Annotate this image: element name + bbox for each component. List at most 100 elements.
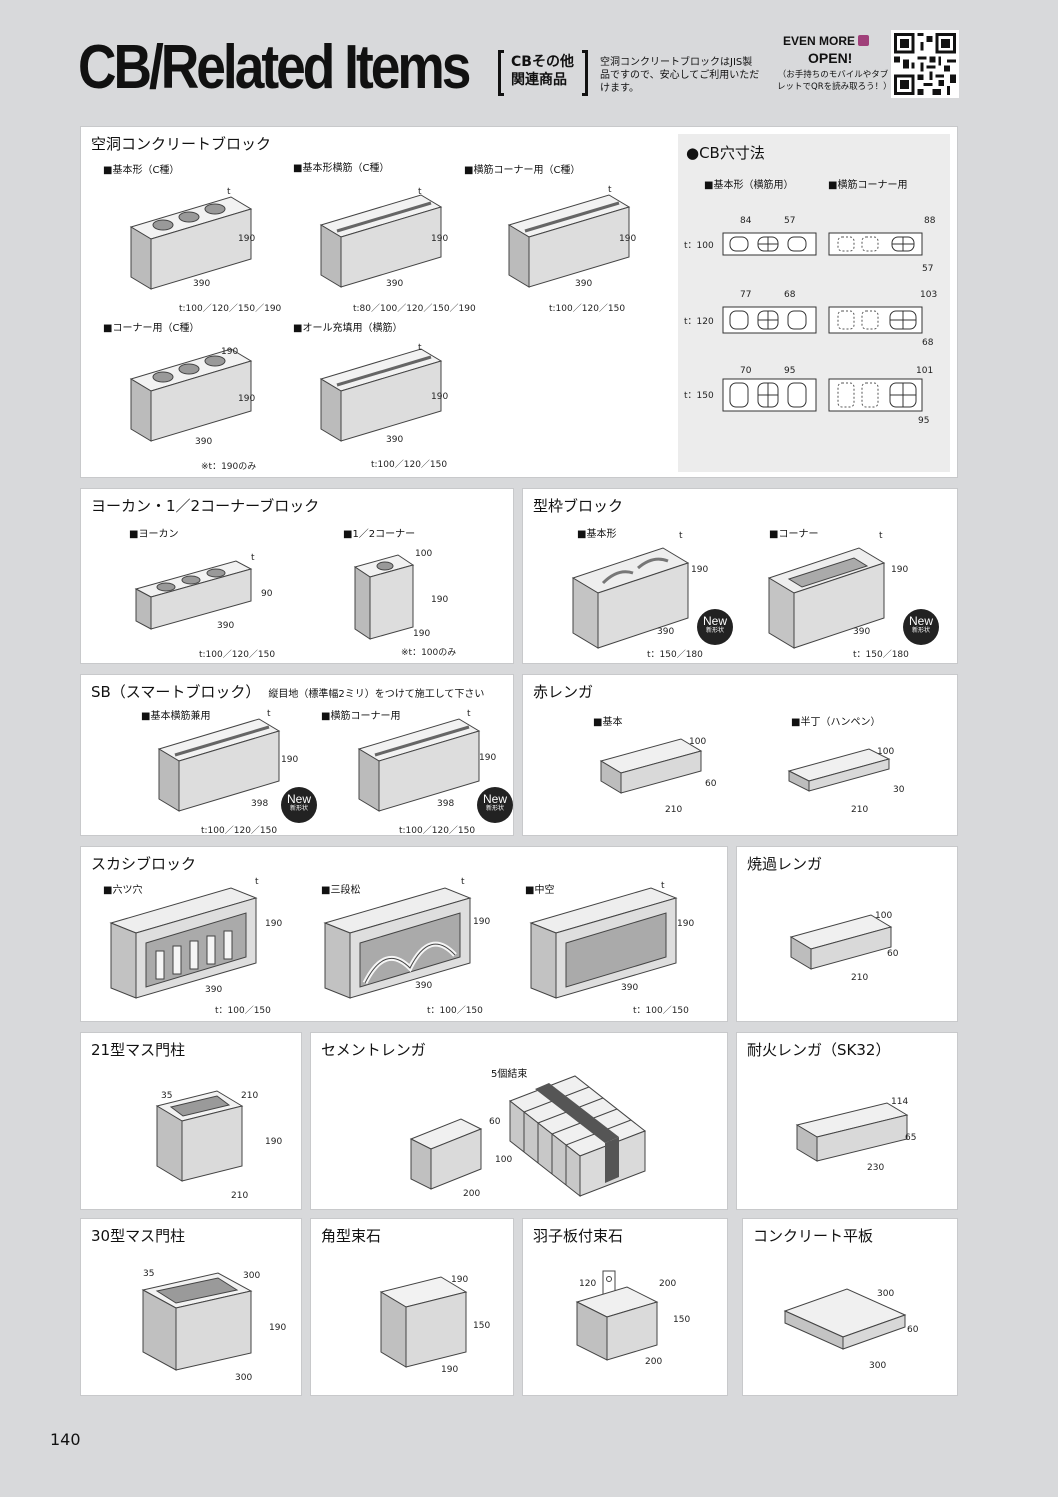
row-thickness: t：120 — [684, 317, 714, 327]
dim-c: 101 — [916, 366, 934, 376]
dim-depth: 100 — [875, 911, 893, 921]
hole-col-corner: ■横筋コーナー用 — [828, 180, 908, 191]
item-label: ■1／2コーナー — [343, 529, 416, 540]
dim-c: 103 — [920, 290, 938, 300]
dim-width: 210 — [851, 805, 869, 815]
dim-width: 390 — [621, 983, 639, 993]
dim-depth: 114 — [891, 1097, 909, 1107]
row-thickness: t：150 — [684, 391, 714, 401]
dim-t: t — [227, 187, 231, 197]
dim-t: t — [608, 185, 612, 195]
dim-height: 190 — [265, 1137, 283, 1147]
dim-height: 60 — [907, 1325, 919, 1335]
item-label: ■三段松 — [321, 885, 361, 896]
dim-depth: 210 — [241, 1091, 259, 1101]
badge-sub: 新形状 — [705, 628, 724, 634]
dim-height: 190 — [479, 753, 497, 763]
dim-height: 190 — [431, 234, 449, 244]
hole-diagram-corner — [828, 232, 923, 256]
panel-title: スカシブロック — [91, 855, 197, 873]
dim-wall: 35 — [143, 1269, 155, 1279]
panel-title: 型枠ブロック — [533, 497, 624, 515]
dim-depth: 200 — [659, 1279, 677, 1289]
panel-title: ヨーカン・1／2コーナーブロック — [91, 497, 320, 515]
dim-width: 390 — [575, 279, 593, 289]
thickness-note: t：100／150 — [633, 1006, 689, 1016]
dim-depth: 300 — [243, 1271, 261, 1281]
item-label: ■ヨーカン — [129, 529, 179, 540]
dim-height: 190 — [473, 917, 491, 927]
fire-brick-panel: 耐火レンガ（SK32） 114 65 230 — [736, 1032, 958, 1210]
panel-title: 耐火レンガ（SK32） — [747, 1041, 891, 1059]
panel-title: 21型マス門柱 — [91, 1041, 186, 1059]
thickness-note: t：150／180 — [647, 650, 703, 660]
dim-a: 84 — [740, 216, 752, 226]
dim-width: 390 — [193, 279, 211, 289]
item-label: ■コーナー用（C種） — [103, 323, 200, 334]
item-label: ■半丁（ハンペン） — [791, 717, 881, 728]
subtitle-bracket: CBその他関連商品 — [498, 50, 588, 96]
row-thickness: t：100 — [684, 241, 714, 251]
panel-title-text: SB（スマートブロック） — [91, 683, 261, 701]
concrete-slab-drawing — [783, 1288, 907, 1350]
item-label: ■基本形（C種） — [103, 165, 180, 176]
dim-width: 390 — [205, 985, 223, 995]
dim-depth: 100 — [689, 737, 707, 747]
dim-height: 190 — [431, 392, 449, 402]
dim-t: t — [251, 553, 255, 563]
dim-height: 60 — [887, 949, 899, 959]
dim-t: 190 — [221, 347, 239, 357]
thickness-note: t：100／150 — [427, 1006, 483, 1016]
dim-height: 90 — [261, 589, 273, 599]
dim-depth: 300 — [877, 1289, 895, 1299]
dim-b: 68 — [784, 290, 796, 300]
dim-width: 210 — [851, 973, 869, 983]
concrete-slab-panel: コンクリート平板 300 60 300 — [742, 1218, 958, 1396]
item-label: ■横筋コーナー用 — [321, 711, 401, 722]
hole-diagram-corner — [828, 306, 923, 334]
hole-diagram-basic — [722, 306, 817, 334]
dim-height: 100 — [495, 1155, 513, 1165]
qr-note: （お手持ちのモバイルやタブレットでQRを読み取ろう！） — [777, 70, 892, 92]
dim-b: 95 — [784, 366, 796, 376]
item-label: ■オール充填用（横筋） — [293, 323, 403, 334]
bundle-label: 5個結束 — [491, 1069, 528, 1080]
dim-height: 60 — [705, 779, 717, 789]
panel-note: 縦目地（標準幅2ミリ）をつけて施工して下さい — [268, 689, 485, 700]
dim-width: 398 — [437, 799, 455, 809]
panel-title: 空洞コンクリートブロック — [91, 135, 272, 153]
thickness-note: t:100／120／150 — [399, 826, 476, 836]
panel-title: 角型束石 — [321, 1227, 382, 1245]
dim-b: 57 — [784, 216, 796, 226]
dim-width: 390 — [386, 435, 404, 445]
badge-new: New — [908, 614, 933, 628]
dim-height: 150 — [473, 1321, 491, 1331]
qr-code-icon[interactable] — [891, 30, 959, 98]
dim-t: t — [418, 187, 422, 197]
thickness-note: t：150／180 — [853, 650, 909, 660]
dim-a: 77 — [740, 290, 752, 300]
dim-width: 200 — [645, 1357, 663, 1367]
sukashi-pine-drawing — [324, 887, 471, 999]
dim-width: 390 — [657, 627, 675, 637]
badge-new: New — [702, 614, 727, 628]
dim-width: 190 — [441, 1365, 459, 1375]
dim-height: 190 — [238, 394, 256, 404]
dim-width: 390 — [415, 981, 433, 991]
thickness-note: t:100／120／150 — [201, 826, 278, 836]
dim-depth: 60 — [489, 1117, 501, 1127]
formwork-corner-drawing — [767, 547, 886, 649]
fire-brick-drawing — [795, 1102, 909, 1162]
plate-foundation-stone-panel: 羽子板付束石 120 200 150 200 — [522, 1218, 728, 1396]
sb-corner-drawing — [329, 709, 499, 819]
thickness-note: t:100／120／150 — [199, 650, 276, 660]
dim-height: 190 — [691, 565, 709, 575]
sukashi-panel: スカシブロック ■六ツ穴 t 190 390 t：100／150 ■三段松 t … — [80, 846, 728, 1022]
dim-height: 30 — [893, 785, 905, 795]
block-basic-drawing — [101, 187, 281, 307]
dim-depth: 190 — [451, 1275, 469, 1285]
gate-post-30-drawing — [141, 1272, 253, 1371]
